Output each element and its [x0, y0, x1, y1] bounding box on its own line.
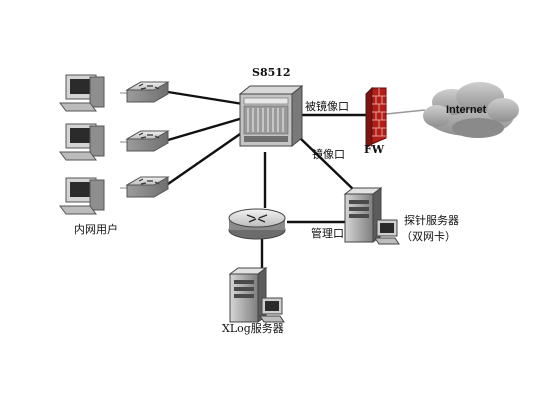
router-icon: [228, 208, 286, 240]
link-mirror-probe: [299, 137, 357, 193]
mirrored-port-label: 被镜像口: [305, 100, 349, 113]
pc-icon: [59, 123, 105, 161]
switch-icon: [125, 130, 170, 152]
connection-lines: [167, 90, 368, 268]
server-icon: [228, 267, 285, 323]
probe-server-note: （双网卡）: [401, 230, 456, 243]
link-switch3-core: [167, 131, 244, 185]
link-switch2-core: [167, 116, 244, 142]
pc-icon: [59, 74, 105, 112]
switch-icon: [125, 81, 170, 103]
firewall-label: FW: [364, 143, 385, 156]
link-firewall-internet: [385, 109, 426, 115]
server-icon: [343, 187, 400, 245]
xlog-server-label: XLog服务器: [222, 322, 284, 335]
internet-label: Internet: [446, 104, 487, 116]
switch-icon: [125, 176, 170, 198]
core-switch-label: S8512: [252, 66, 291, 79]
probe-server-label: 探针服务器: [404, 214, 459, 227]
mirror-port-label: 镜像口: [312, 148, 345, 161]
chassis-switch-icon: [238, 84, 304, 148]
internal-users-label: 内网用户: [74, 223, 118, 236]
pc-icon: [59, 177, 105, 215]
firewall-icon: [365, 86, 387, 149]
management-port-label: 管理口: [311, 227, 344, 240]
cloud-icon: [423, 82, 519, 138]
link-switch1-core: [167, 90, 244, 106]
